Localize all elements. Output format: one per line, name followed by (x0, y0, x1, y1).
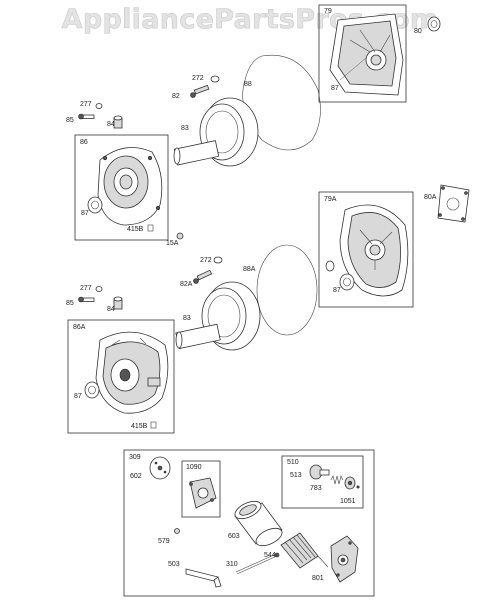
cover-86A (95, 331, 169, 414)
label-277-mid: 277 (80, 285, 92, 292)
box-79A (318, 191, 414, 308)
pin-579 (174, 528, 180, 534)
plug-84-top (113, 115, 123, 129)
label-84-mid: 84 (107, 306, 115, 313)
box-79-label: 79 (324, 8, 332, 15)
label-602: 602 (130, 473, 142, 480)
gasket-88 (242, 54, 321, 151)
gear-513 (309, 464, 330, 480)
nut-15A (176, 232, 184, 240)
nut-1051 (344, 476, 360, 490)
label-603: 603 (228, 533, 240, 540)
label-272-mid: 272 (200, 257, 212, 264)
bolt-85-top (78, 113, 95, 120)
armature-544 (280, 532, 329, 569)
cover-79 (329, 13, 404, 96)
label-87-86: 87 (81, 210, 89, 217)
label-579: 579 (158, 538, 170, 545)
washer-272-mid (213, 256, 223, 264)
label-310: 310 (226, 561, 238, 568)
housing-603 (234, 500, 283, 547)
box-79A-label: 79A (324, 196, 337, 203)
label-513: 513 (290, 472, 302, 479)
gasket-88A (256, 244, 318, 336)
label-80: 80 (414, 28, 422, 35)
seal-87-79A (339, 273, 355, 291)
label-415B-mid: 415B (131, 423, 148, 430)
label-83-top: 83 (181, 125, 189, 132)
label-85-mid: 85 (66, 300, 74, 307)
bolt-82 (190, 84, 210, 98)
box-510 (281, 455, 364, 509)
label-801: 801 (312, 575, 324, 582)
box-86A (67, 319, 175, 434)
box-1090-label: 1090 (186, 464, 202, 471)
tag-415B-mid (150, 421, 157, 429)
disc-602 (149, 456, 171, 480)
seal-87-86A (84, 381, 100, 399)
seal-87-86 (87, 196, 103, 214)
leader-87-top (339, 57, 367, 81)
bolt-85-mid (78, 296, 95, 303)
bracket-503 (185, 568, 222, 588)
box-309 (123, 449, 375, 597)
box-86 (74, 134, 169, 241)
label-544: 544 (264, 552, 276, 559)
label-82A: 82A (180, 281, 193, 288)
label-415B-top: 415B (127, 226, 144, 233)
drum-83-mid (175, 281, 261, 351)
label-80A: 80A (424, 194, 437, 201)
label-272-top: 272 (192, 75, 204, 82)
label-88A: 88A (243, 266, 256, 273)
cover-86 (97, 147, 163, 226)
box-309-label: 309 (129, 454, 141, 461)
label-87-top: 87 (331, 85, 339, 92)
label-87-79A: 87 (333, 287, 341, 294)
bolt-310 (235, 552, 280, 575)
box-1090 (181, 460, 221, 518)
cover-79A (339, 204, 409, 297)
box-510-label: 510 (287, 459, 299, 466)
box-86A-label: 86A (73, 324, 86, 331)
label-87-86A: 87 (74, 393, 82, 400)
drum-83-top (173, 97, 259, 167)
washer-80 (427, 16, 441, 32)
plate-80A (437, 184, 470, 223)
label-85-top: 85 (66, 117, 74, 124)
box-79 (318, 4, 407, 103)
label-783: 783 (310, 485, 322, 492)
label-15A: 15A (166, 240, 179, 247)
spring-783 (330, 475, 344, 485)
washer-272-top (210, 75, 220, 83)
tag-415B-top (147, 224, 154, 232)
label-1051: 1051 (340, 498, 356, 505)
label-83-mid: 83 (183, 315, 191, 322)
label-82: 82 (172, 93, 180, 100)
endcap-801 (330, 535, 359, 583)
box-86-label: 86 (80, 139, 88, 146)
washer-277-top (95, 103, 103, 109)
bolt-82A (193, 269, 213, 284)
label-84-top: 84 (107, 121, 115, 128)
label-503: 503 (168, 561, 180, 568)
clip-79A (325, 260, 335, 272)
plug-84-mid (113, 296, 123, 310)
bracket-1090 (189, 477, 217, 509)
label-88: 88 (244, 81, 252, 88)
washer-277-mid (95, 286, 103, 292)
label-277-top: 277 (80, 101, 92, 108)
